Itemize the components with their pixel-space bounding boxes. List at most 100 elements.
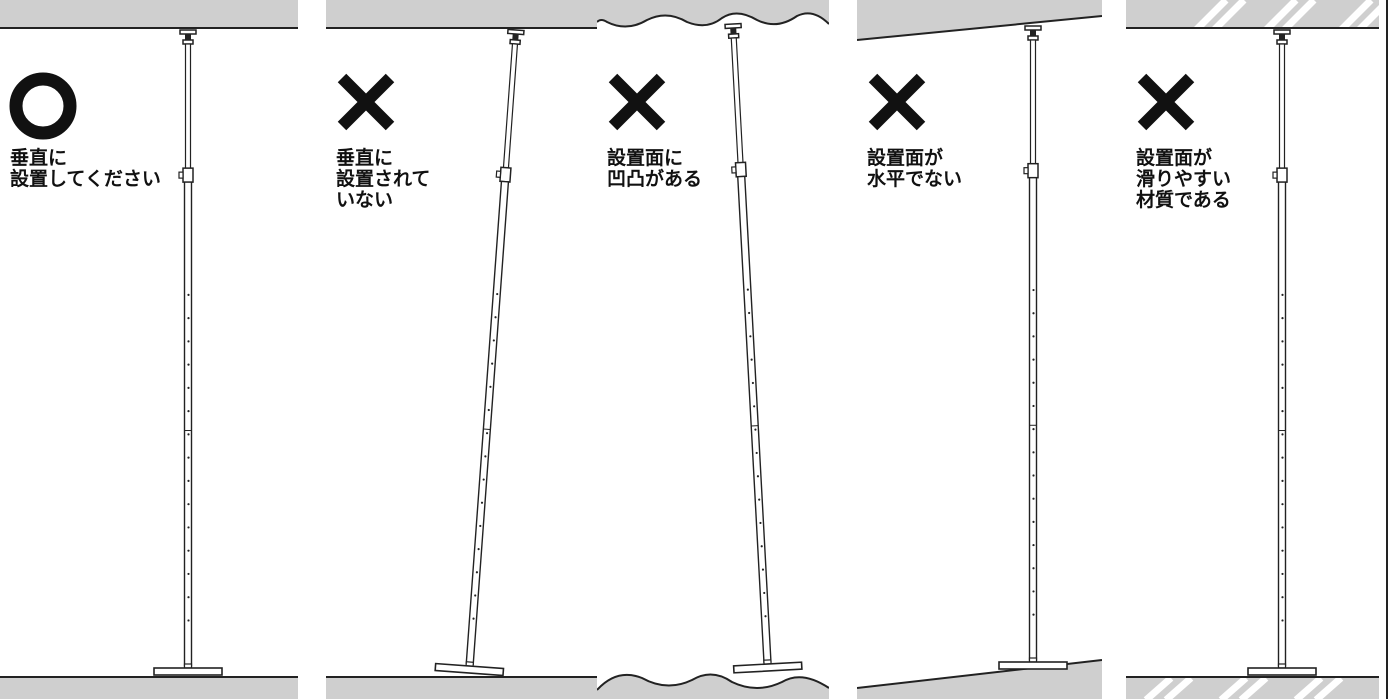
tension-pole bbox=[724, 22, 803, 674]
clamp-knob bbox=[178, 171, 184, 179]
lock-clamp bbox=[1276, 167, 1288, 183]
inner-tube bbox=[1029, 39, 1037, 169]
panel-vertical-ok-drawing bbox=[0, 0, 298, 699]
adjust-hole bbox=[475, 571, 479, 574]
ceiling-surface bbox=[326, 0, 597, 28]
ceiling-surface bbox=[597, 0, 829, 27]
adjust-hole bbox=[759, 521, 762, 525]
adjust-hole bbox=[1032, 428, 1035, 431]
lock-clamp bbox=[734, 161, 748, 178]
floor-surface bbox=[597, 674, 829, 699]
outer-tube bbox=[1028, 176, 1038, 661]
adjust-hole bbox=[746, 288, 749, 291]
adjust-hole bbox=[756, 475, 760, 478]
ceiling-surface bbox=[857, 0, 1102, 40]
adjust-hole bbox=[492, 339, 495, 342]
adjust-hole bbox=[1032, 567, 1035, 570]
floor-gloss-stripes bbox=[1143, 675, 1344, 699]
adjust-hole bbox=[1281, 503, 1284, 506]
adjust-hole bbox=[187, 526, 190, 529]
adjust-hole bbox=[1032, 543, 1035, 547]
tension-pole bbox=[153, 29, 223, 676]
base-plate bbox=[998, 661, 1068, 670]
adjust-hole bbox=[1281, 340, 1284, 343]
adjust-hole bbox=[472, 617, 475, 620]
adjust-hole bbox=[489, 385, 492, 388]
panel-uneven-surface: 設置面に 凹凸がある bbox=[597, 0, 829, 699]
inner-tube bbox=[184, 43, 192, 173]
adjust-hole bbox=[1032, 288, 1035, 292]
adjust-hole bbox=[1032, 497, 1035, 500]
adjust-hole bbox=[479, 524, 482, 528]
adjust-hole bbox=[187, 479, 190, 483]
outer-tube bbox=[183, 181, 193, 667]
adjust-hole bbox=[754, 428, 757, 431]
lock-clamp bbox=[499, 166, 512, 183]
inner-tube bbox=[730, 37, 744, 168]
ceiling-edge bbox=[597, 12, 829, 28]
top-pad bbox=[506, 28, 525, 36]
panel-slippery-surface-drawing bbox=[1126, 0, 1379, 699]
adjust-hole bbox=[187, 340, 190, 343]
adjust-hole bbox=[1281, 410, 1284, 413]
adjust-hole bbox=[187, 386, 190, 389]
adjust-hole bbox=[1281, 479, 1284, 483]
top-pad bbox=[1273, 29, 1291, 35]
adjust-hole bbox=[1281, 386, 1284, 389]
adjust-hole bbox=[1281, 549, 1284, 552]
adjust-hole bbox=[764, 615, 767, 618]
clamp-knob bbox=[731, 166, 737, 174]
adjust-hole bbox=[187, 456, 190, 459]
top-joint bbox=[512, 33, 519, 41]
top-joint bbox=[1030, 30, 1036, 36]
adjust-hole bbox=[1281, 619, 1284, 622]
adjust-hole bbox=[1281, 363, 1284, 366]
outer-tube bbox=[1277, 181, 1287, 667]
adjust-hole bbox=[487, 408, 490, 412]
tension-pole bbox=[998, 25, 1068, 670]
inner-tube bbox=[502, 43, 519, 173]
adjust-hole bbox=[187, 596, 190, 599]
adjust-hole bbox=[1032, 520, 1035, 523]
adjust-hole bbox=[187, 293, 190, 296]
clamp-knob bbox=[1272, 171, 1278, 179]
ceiling-gloss-stripes bbox=[1193, 0, 1379, 33]
panel-caption: 設置面に 凹凸がある bbox=[607, 147, 703, 190]
adjust-hole bbox=[187, 572, 190, 576]
adjust-hole bbox=[1032, 381, 1035, 384]
adjust-hole bbox=[1032, 474, 1035, 477]
adjust-hole bbox=[753, 405, 756, 408]
outer-tube bbox=[465, 180, 510, 666]
adjust-hole bbox=[485, 432, 489, 435]
clamp-knob bbox=[495, 170, 502, 178]
adjust-hole bbox=[187, 317, 190, 320]
panel-not-level: 設置面が 水平でない bbox=[857, 0, 1102, 699]
adjust-hole bbox=[758, 498, 761, 501]
panel-caption: 設置面が 滑りやすい 材質である bbox=[1136, 147, 1232, 211]
adjust-hole bbox=[760, 545, 763, 548]
adjust-hole bbox=[187, 433, 190, 436]
clamp-knob bbox=[1023, 167, 1029, 175]
panel-caption: 垂直に 設置されて いない bbox=[336, 147, 431, 211]
adjust-hole bbox=[474, 594, 477, 597]
ceiling-edge bbox=[857, 15, 1102, 41]
adjust-hole bbox=[751, 381, 754, 385]
base-plate bbox=[732, 661, 803, 674]
adjust-hole bbox=[1032, 590, 1035, 593]
adjust-hole bbox=[187, 549, 190, 552]
adjust-hole bbox=[480, 501, 484, 504]
adjust-hole bbox=[1281, 433, 1284, 436]
outer-tube bbox=[737, 175, 772, 663]
floor-edge bbox=[597, 673, 829, 691]
adjust-hole bbox=[755, 451, 758, 455]
adjust-hole bbox=[1032, 451, 1035, 454]
adjust-hole bbox=[477, 548, 480, 551]
top-pad bbox=[724, 22, 742, 30]
adjust-hole bbox=[496, 292, 499, 296]
adjust-hole bbox=[1032, 613, 1035, 616]
panel-uneven-surface-drawing bbox=[597, 0, 829, 699]
panel-vertical-ok: 垂直に 設置してください bbox=[0, 0, 298, 699]
panel-caption: 垂直に 設置してください bbox=[10, 147, 161, 190]
right-border-line bbox=[1386, 0, 1388, 699]
adjust-hole bbox=[1032, 358, 1035, 361]
